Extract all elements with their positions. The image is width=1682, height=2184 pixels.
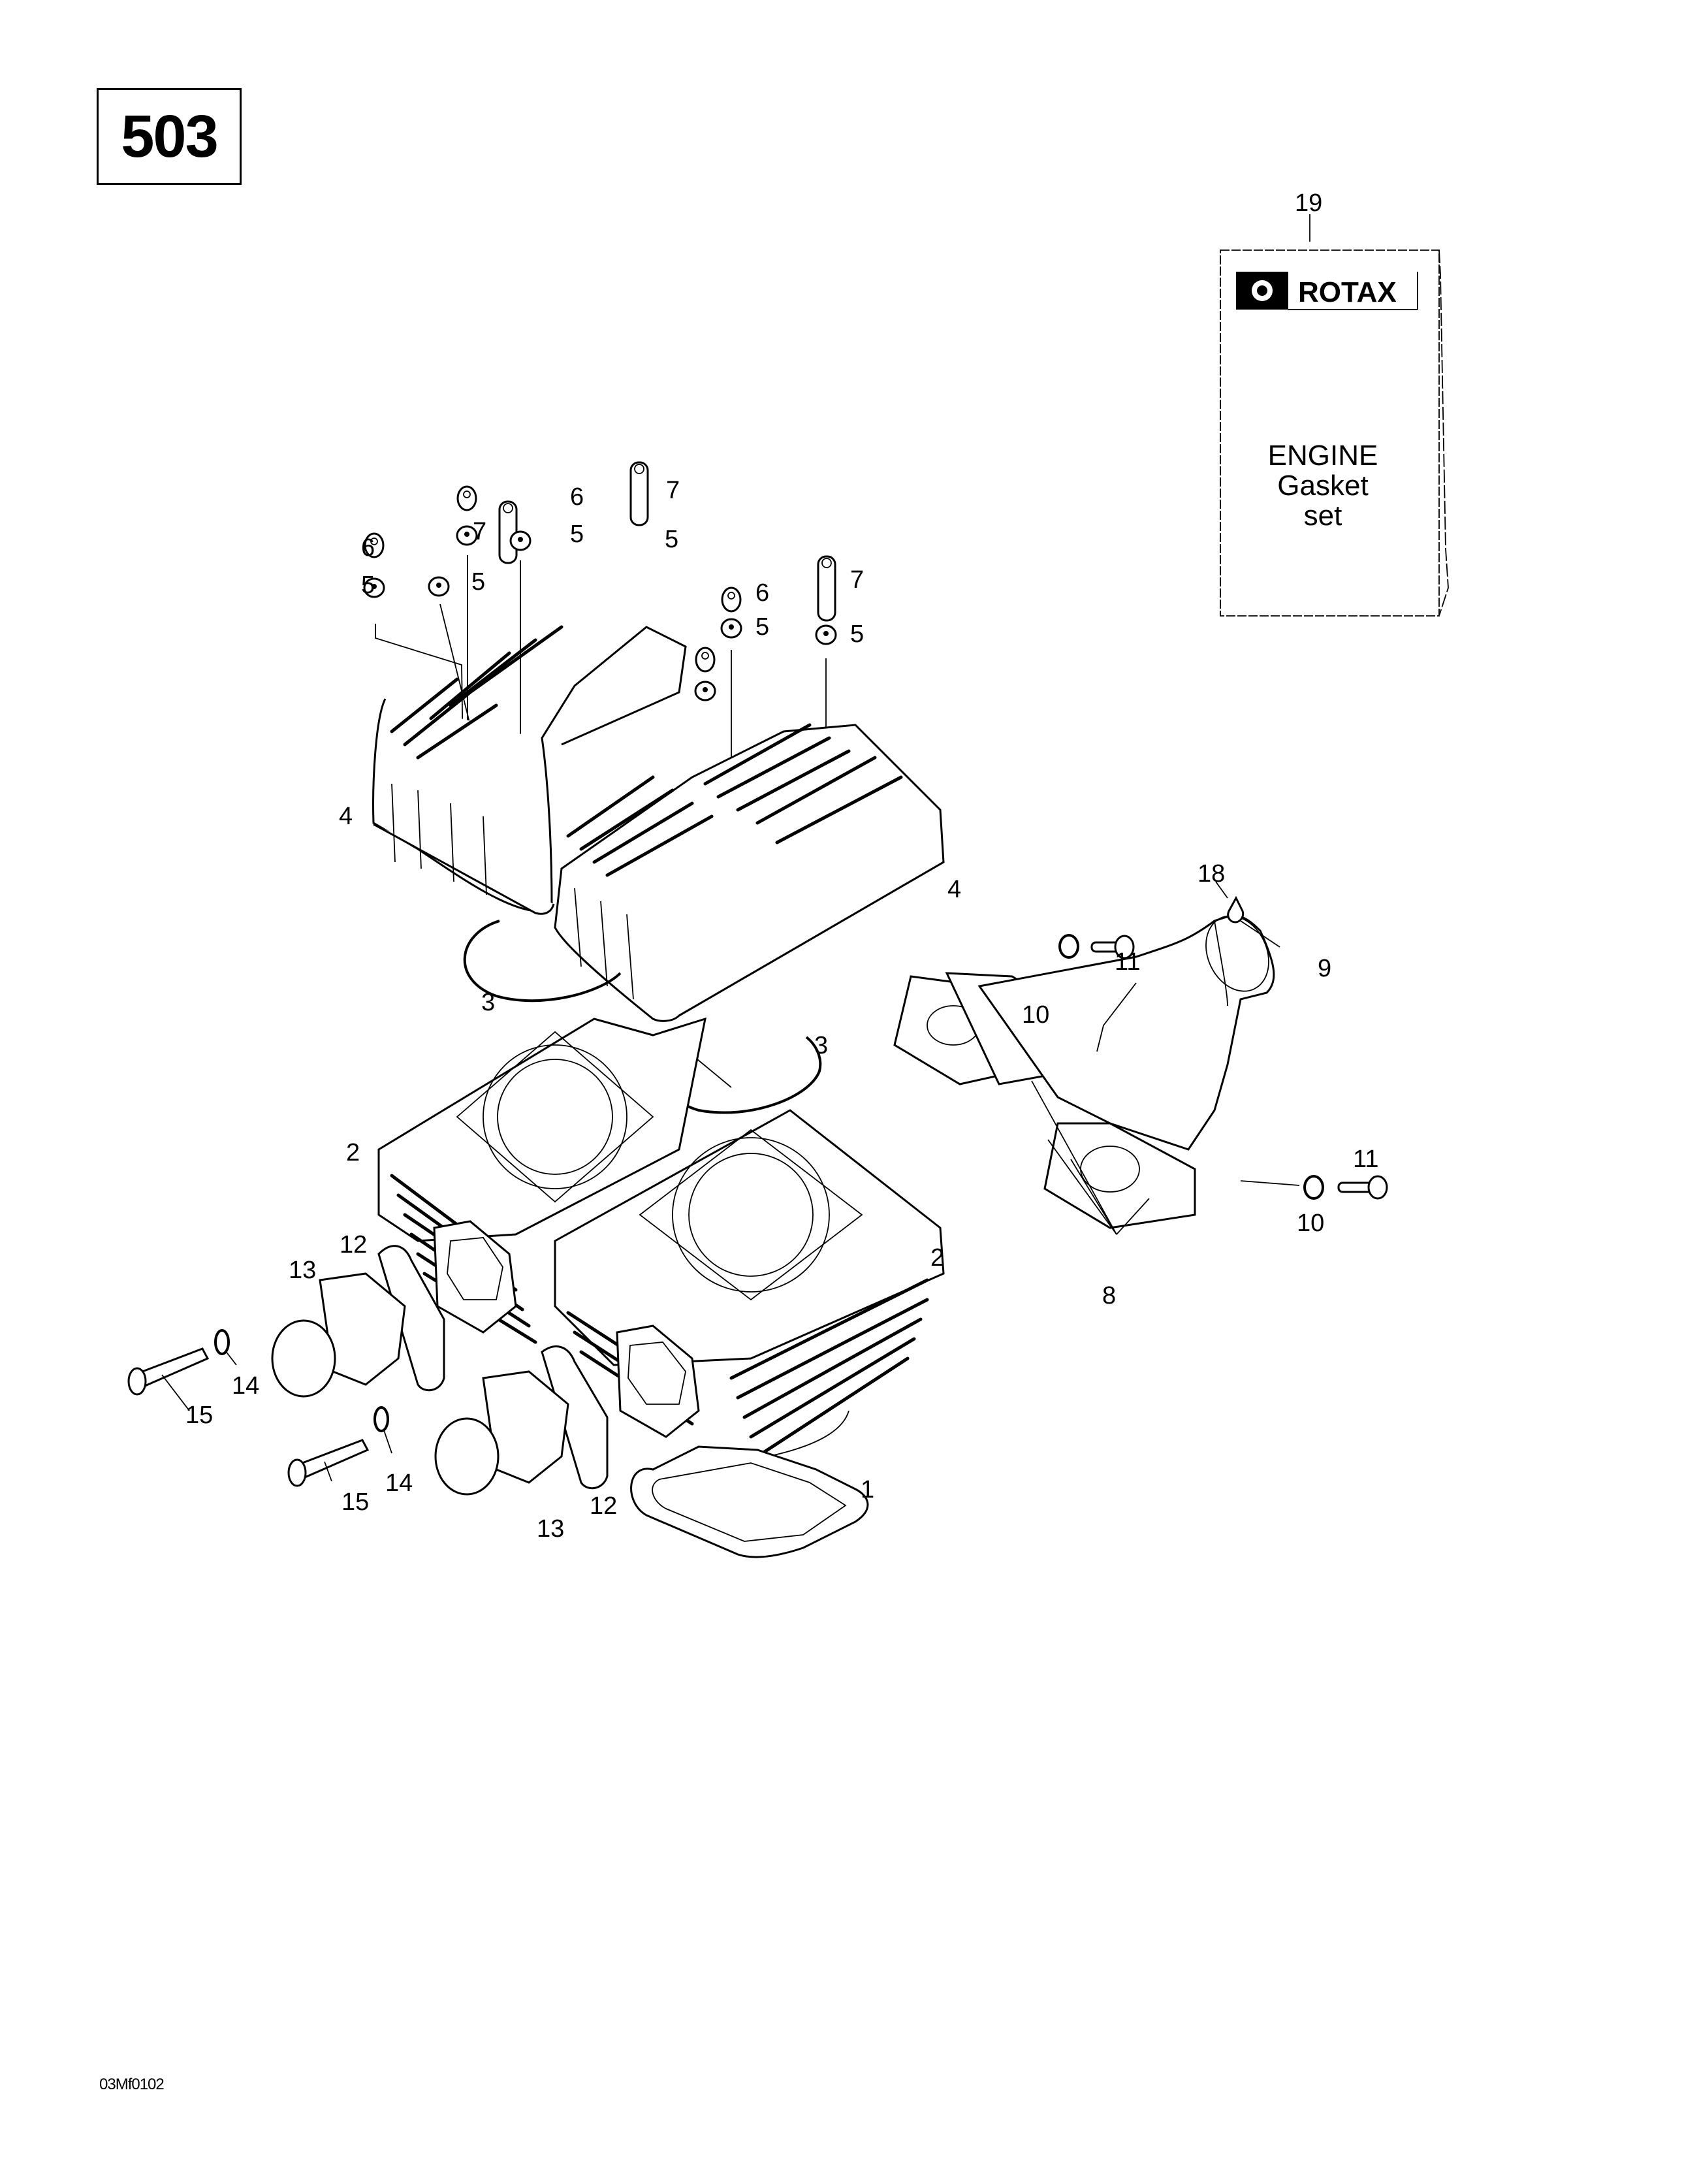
- callout-13b[interactable]: 13: [537, 1515, 564, 1543]
- callout-7a[interactable]: 7: [473, 518, 486, 545]
- callout-15b[interactable]: 15: [341, 1488, 369, 1516]
- intake-flange-lower[interactable]: [434, 1370, 569, 1496]
- washer-5b[interactable]: [428, 576, 450, 597]
- kit-box-side: [1438, 249, 1449, 617]
- callout-5f[interactable]: 5: [850, 620, 864, 648]
- callout-5b[interactable]: 5: [471, 568, 485, 596]
- callout-4-left[interactable]: 4: [339, 803, 353, 830]
- callout-2-right[interactable]: 2: [930, 1244, 944, 1272]
- washer-5a[interactable]: [363, 577, 385, 598]
- callout-19[interactable]: 19: [1295, 189, 1322, 217]
- callout-5a[interactable]: 5: [361, 571, 375, 599]
- spacer-nut-7c[interactable]: [817, 555, 836, 622]
- callout-14b[interactable]: 14: [385, 1469, 413, 1497]
- lock-washer-14b[interactable]: [373, 1406, 389, 1432]
- plug-18[interactable]: [1227, 895, 1245, 923]
- lock-washer-14a[interactable]: [214, 1329, 230, 1355]
- nut-6c[interactable]: [721, 586, 742, 613]
- kit-label-set: set: [1304, 500, 1342, 532]
- callout-6b[interactable]: 6: [570, 483, 584, 511]
- callout-4-right[interactable]: 4: [947, 876, 961, 903]
- callout-12b[interactable]: 12: [590, 1492, 617, 1520]
- leader-15a: [161, 1374, 190, 1411]
- callout-3-left[interactable]: 3: [481, 989, 495, 1016]
- spacer-nut-7b[interactable]: [629, 461, 649, 526]
- screw-15b[interactable]: [287, 1439, 370, 1487]
- washer-5f[interactable]: [815, 624, 837, 645]
- engine-gasket-set-kit[interactable]: ROTAX ENGINE Gasket set: [1220, 214, 1449, 617]
- lock-washer-10b[interactable]: [1303, 1175, 1324, 1200]
- crankcase-gasket-inner: [652, 1462, 847, 1542]
- leader-18-to-9: [1240, 920, 1280, 948]
- screw-11b[interactable]: [1337, 1175, 1388, 1200]
- callout-12a[interactable]: 12: [340, 1231, 367, 1259]
- kit-box-front: [1220, 249, 1440, 617]
- washer-5d[interactable]: [509, 530, 532, 551]
- washer-5e[interactable]: [720, 618, 742, 639]
- callout-6c[interactable]: 6: [755, 579, 769, 607]
- callout-11a[interactable]: 11: [1115, 948, 1140, 976]
- callout-10a[interactable]: 10: [1022, 1001, 1049, 1029]
- screw-11a[interactable]: [1090, 935, 1135, 959]
- callout-11b[interactable]: 11: [1353, 1146, 1378, 1173]
- intake-gasket-lower[interactable]: [541, 1345, 609, 1490]
- washer-5g[interactable]: [694, 681, 716, 701]
- callout-3-right[interactable]: 3: [814, 1032, 828, 1059]
- leader-8b: [1116, 1198, 1150, 1235]
- leader-10b: [1240, 1180, 1300, 1186]
- callout-1[interactable]: 1: [861, 1476, 874, 1503]
- leader-18: [1215, 881, 1228, 899]
- callout-2-left[interactable]: 2: [346, 1139, 360, 1166]
- cylinder-head-left[interactable]: [372, 626, 687, 915]
- callout-6a[interactable]: 6: [361, 534, 375, 562]
- callout-7c[interactable]: 7: [850, 566, 864, 594]
- nut-6a[interactable]: [364, 532, 385, 558]
- lock-washer-10a[interactable]: [1058, 934, 1079, 959]
- figure-code: 03Mf0102: [99, 2076, 165, 2093]
- washer-5c[interactable]: [456, 525, 478, 546]
- cylinder-head-right[interactable]: [554, 724, 945, 1022]
- o-ring-leader: [697, 1059, 732, 1088]
- kit-label-gasket: Gasket: [1277, 470, 1368, 502]
- bombardier-gear-hub: [1257, 285, 1267, 296]
- cylinder-exhaust-ports: [433, 1220, 700, 1438]
- nut-6b[interactable]: [456, 485, 477, 511]
- rotax-brand: ROTAX: [1298, 276, 1397, 308]
- cylinder-head-fins: [390, 625, 903, 1000]
- callout-18[interactable]: 18: [1198, 860, 1225, 888]
- callout-14a[interactable]: 14: [232, 1372, 259, 1400]
- page-number-box: 503: [97, 88, 242, 185]
- spacer-nut-7a[interactable]: [498, 500, 518, 564]
- leader-14b: [383, 1430, 392, 1454]
- screw-15a[interactable]: [127, 1347, 210, 1396]
- leader-14a: [225, 1350, 237, 1366]
- callout-13a[interactable]: 13: [289, 1257, 316, 1284]
- callout-7b[interactable]: 7: [666, 477, 680, 504]
- cylinder-right[interactable]: [554, 1109, 945, 1470]
- page-number: 503: [121, 103, 218, 170]
- callout-9[interactable]: 9: [1318, 955, 1331, 982]
- kit-label-engine: ENGINE: [1268, 440, 1378, 472]
- callout-5e[interactable]: 5: [755, 613, 769, 641]
- exhaust-manifold[interactable]: [977, 906, 1280, 1151]
- nut-6d[interactable]: [695, 647, 716, 673]
- callout-10b[interactable]: 10: [1297, 1210, 1324, 1237]
- intake-gasket-upper[interactable]: [377, 1245, 445, 1392]
- callout-5d[interactable]: 5: [665, 526, 678, 553]
- callout-15a[interactable]: 15: [185, 1402, 213, 1429]
- callout-5c[interactable]: 5: [570, 521, 584, 548]
- leader-8c: [1031, 1080, 1117, 1235]
- intake-flange-upper[interactable]: [271, 1272, 406, 1398]
- leader-15b: [324, 1461, 332, 1482]
- callout-8[interactable]: 8: [1102, 1282, 1116, 1309]
- callouts: 1 2 2 3 3 4 4 5 5 5 5 5 5 6 6 6 7 7 7 8 …: [185, 477, 1378, 1543]
- o-ring-left[interactable]: [463, 920, 622, 1003]
